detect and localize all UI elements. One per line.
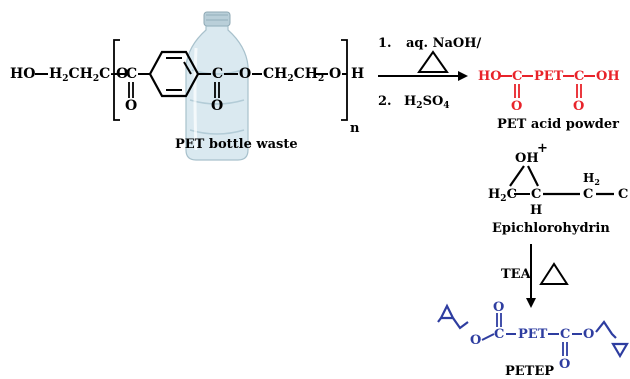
reactant-ch2ch2-right: CH2CH2 [263, 66, 324, 84]
product-o-carbonyl-left: O [493, 300, 504, 315]
product-label: PETEP [505, 364, 554, 379]
acid-oh: OH [596, 69, 620, 84]
reactant-carbonyl-c2: C [212, 66, 223, 82]
product-o-left: O [470, 333, 481, 348]
product-o-carbonyl-right: O [559, 357, 570, 372]
product-o-right: O [583, 327, 594, 342]
acid-c-left: C [512, 69, 522, 84]
epoxide-ring-icon [611, 342, 629, 359]
epi-oh: OH [515, 151, 539, 166]
acid-label: PET acid powder [497, 117, 619, 132]
product-c-right: C [560, 327, 570, 342]
epi-h2c: H2C [488, 187, 517, 204]
step2-reagent: H2SO4 [404, 94, 450, 111]
reactant-carbonyl-o2: O [211, 98, 223, 114]
epi-cl: C [618, 187, 628, 202]
acid-o-right: O [573, 99, 584, 114]
reactant-terminal-o: O [329, 66, 341, 82]
step1-reagent: aq. NaOH/ [406, 36, 481, 51]
reactant-h2ch2c-left: H2CH2C-O [49, 66, 128, 84]
reactant-terminal-h: H [351, 66, 364, 82]
pet-polymer-structure: HO H2CH2C-O C O C O O CH2CH2 O [10, 39, 364, 136]
acid-pet: PET [534, 69, 564, 84]
epi-plus: + [537, 141, 548, 156]
epi-c-right: C [583, 187, 593, 202]
step1-number: 1. [378, 36, 392, 51]
step2-number: 2. [378, 94, 392, 109]
acid-o-left: O [511, 99, 522, 114]
step3-catalyst: TEA [501, 267, 532, 282]
hydrolysis-step: 1. aq. NaOH/ 2. H2SO4 [378, 36, 481, 111]
epi-c-center: C [531, 187, 541, 202]
reactant-repeat-n: n [350, 121, 360, 136]
epichlorohydrin-structure: OH + H2C C H H2 C C [488, 141, 628, 218]
reactant-ester-o: O [239, 66, 251, 82]
epi-h2-top: H2 [583, 171, 600, 187]
epichlorohydrin-label: Epichlorohydrin [492, 221, 610, 236]
benzene-ring [148, 50, 200, 98]
reactant-label: PET bottle waste [175, 137, 298, 152]
product-c-left: C [494, 327, 504, 342]
triangle-heat-icon [539, 262, 569, 285]
acid-ho: HO [478, 69, 502, 84]
triangle-heat-icon [417, 50, 449, 73]
epi-h-center: H [530, 203, 542, 218]
reactant-carbonyl-c1: C [126, 66, 137, 82]
acid-c-right: C [574, 69, 584, 84]
epoxidation-step: TEA [501, 244, 569, 308]
petep-structure: O C O PET C O O [437, 300, 629, 372]
reactant-carbonyl-o1: O [125, 98, 137, 114]
pet-acid-structure: HO C O PET C O OH [478, 69, 620, 114]
reactant-ho: HO [10, 66, 35, 82]
epoxide-ring-icon [437, 303, 455, 323]
product-pet: PET [518, 327, 548, 342]
